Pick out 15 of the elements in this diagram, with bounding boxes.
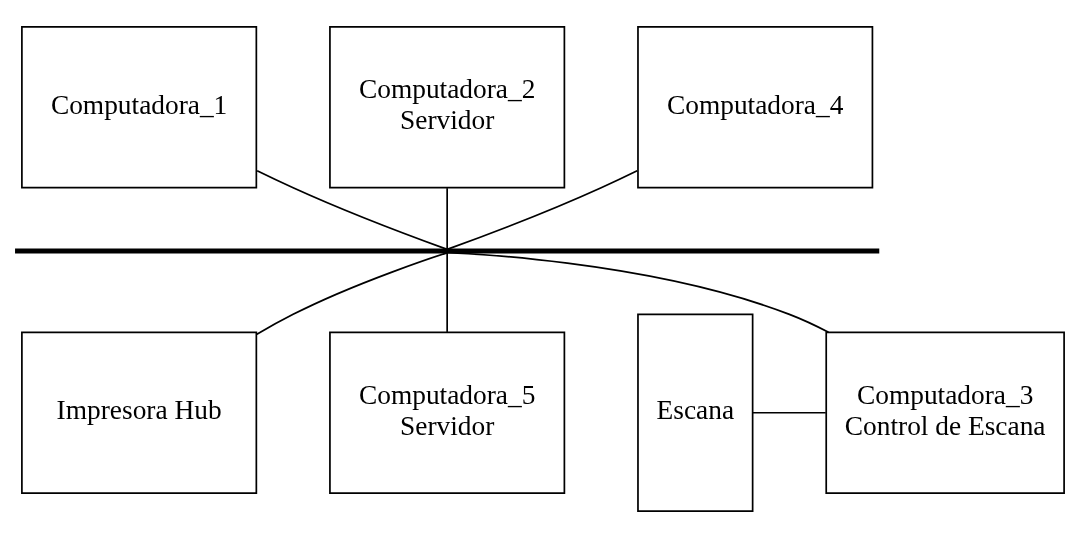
node-bar: [15, 248, 880, 254]
connector: [752, 411, 827, 414]
connector: [446, 252, 448, 333]
node-box: Escana: [637, 313, 754, 512]
node-box: Impresora Hub: [21, 331, 258, 495]
connector: [256, 169, 448, 251]
node-box: Computadora_2 Servidor: [329, 26, 566, 189]
connector: [255, 251, 448, 336]
connector: [446, 187, 448, 251]
node-box: Computadora_4: [637, 26, 874, 189]
connector: [446, 169, 639, 251]
node-box: Computadora_5 Servidor: [329, 331, 566, 495]
node-box: Computadora_3 Control de Escana: [825, 331, 1065, 495]
connector: [446, 251, 830, 334]
node-box: Computadora_1: [21, 26, 258, 189]
